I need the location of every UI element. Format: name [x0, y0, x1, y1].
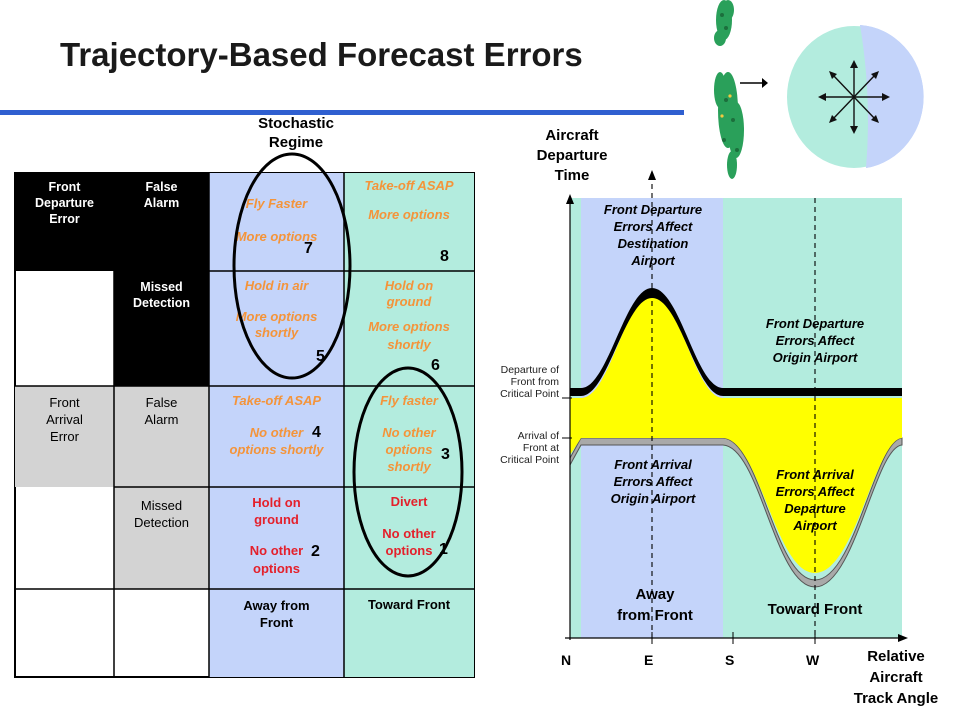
cell-r1-away: Fly Faster More options	[235, 196, 318, 244]
cell-number-3: 3	[441, 446, 450, 463]
storm-cell-icon	[714, 0, 744, 179]
region-dep-origin: Front Departure Errors Affect Origin Air…	[765, 316, 865, 365]
column-label-toward: Toward Front	[367, 597, 451, 612]
title-rule	[0, 110, 684, 115]
x-axis-label: Relative Aircraft Track Angle	[853, 648, 939, 707]
cell-number-8: 8	[440, 248, 449, 265]
row-header-front-arrival: Front Arrival Error	[15, 386, 114, 487]
cell-number-2: 2	[311, 543, 320, 560]
track-arrow-icon	[740, 78, 768, 88]
column-label-away: Away from Front	[243, 598, 310, 630]
cell-number-5: 5	[316, 348, 325, 365]
subheader-false-alarm-2: False Alarm	[114, 386, 209, 487]
cell-number-4: 4	[312, 424, 321, 441]
region-arr-origin: Front Arrival Errors Affect Origin Airpo…	[610, 457, 696, 506]
regime-ellipses	[232, 152, 464, 578]
table-grid	[15, 173, 474, 677]
x-tick-s: S	[725, 652, 735, 668]
stochastic-ellipse-away	[232, 152, 352, 380]
toward-front-label: Toward Front	[767, 601, 863, 618]
away-column-bg	[209, 173, 344, 677]
cell-number-7: 7	[304, 240, 313, 257]
x-tick-n: N	[561, 652, 572, 668]
toward-column-bg	[344, 173, 474, 677]
subheader-missed-detection-1: Missed Detection	[114, 271, 209, 386]
x-tick-e: E	[644, 652, 654, 668]
subheader-false-alarm-1: False Alarm	[114, 173, 209, 271]
x-tick-w: W	[806, 652, 820, 668]
cell-r2-away: Hold in air More options shortly	[235, 278, 318, 340]
row-header-front-departure: Front Departure Error	[15, 173, 114, 271]
cell-r4-away: Hold on ground No other options	[249, 495, 304, 576]
subheader-missed-detection-2: Missed Detection	[114, 487, 209, 589]
annotation-arrival-of-front: Arrival of Front at Critical Point	[500, 430, 559, 466]
cell-number-6: 6	[431, 357, 440, 374]
compass-disc-icon	[785, 24, 924, 170]
away-from-front-label: Away from Front	[617, 586, 693, 624]
stochastic-ellipse-toward	[352, 366, 464, 578]
cell-r2-toward: Hold on ground More options shortly	[368, 278, 450, 352]
cell-r3-toward: Fly faster No other options shortly	[380, 393, 438, 474]
stochastic-regime-label: Stochastic Regime	[258, 115, 334, 151]
cell-r4-toward: Divert No other options	[382, 494, 436, 558]
y-axis-label: Aircraft Departure Time	[536, 127, 608, 184]
region-dep-destination: Front Departure Errors Affect Destinatio…	[603, 202, 703, 268]
region-arr-destination: Front Arrival Errors Affect Departure Ai…	[775, 467, 855, 533]
cell-r3-away: Take-off ASAP No other options shortly	[229, 393, 324, 457]
page-title: Trajectory-Based Forecast Errors	[60, 36, 583, 73]
annotation-departure-of-front: Departure of Front from Critical Point	[500, 364, 559, 400]
cell-r1-toward: Take-off ASAP More options	[364, 178, 454, 222]
